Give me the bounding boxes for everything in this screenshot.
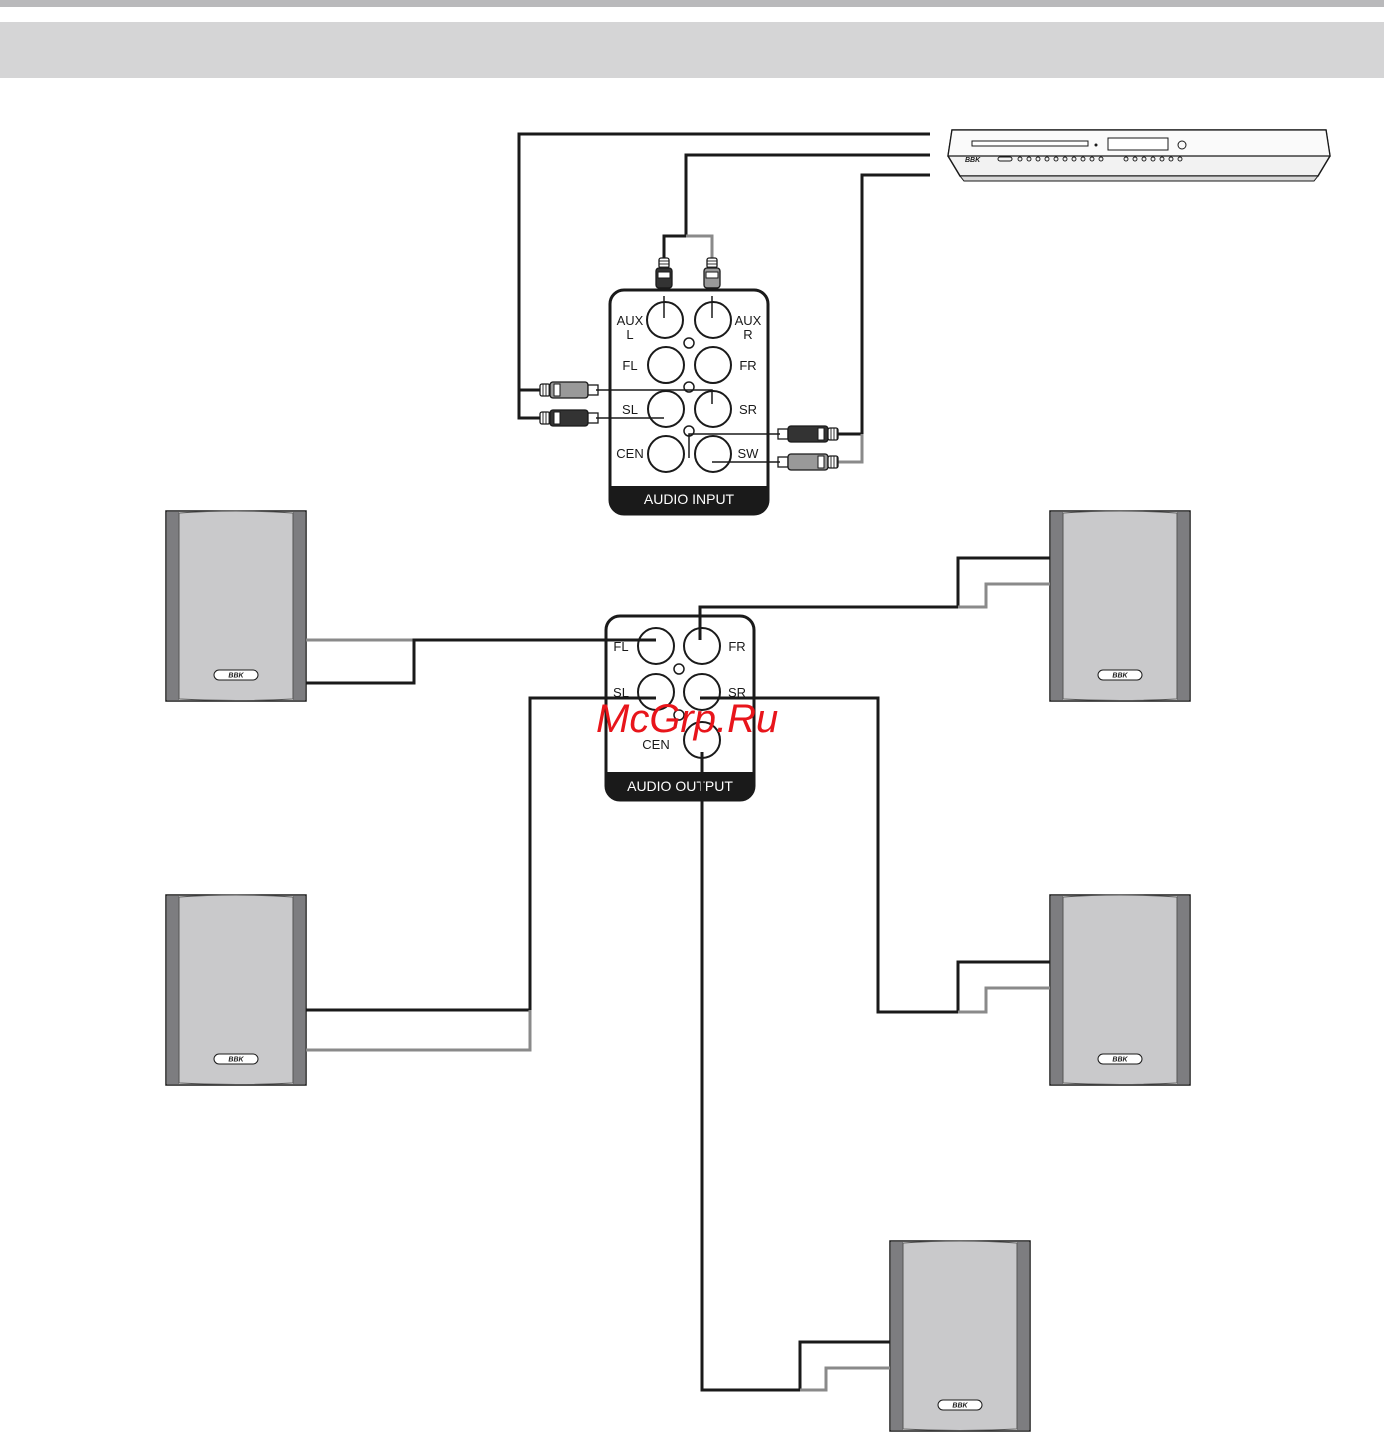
- speaker-surround-right: BBK: [1050, 895, 1190, 1085]
- top-rule: [0, 0, 1384, 7]
- watermark: McGrp.Ru: [596, 697, 778, 741]
- input-jack-cen[interactable]: [648, 436, 684, 472]
- input-label-cen: CEN: [616, 446, 643, 461]
- input-jack-sw[interactable]: [695, 436, 731, 472]
- output-jack-fr[interactable]: [684, 628, 720, 664]
- speaker-front-right: BBK: [1050, 511, 1190, 701]
- speaker-center: BBK: [890, 1241, 1030, 1431]
- speaker-front-left: BBK: [166, 511, 306, 701]
- input-label-fr: FR: [739, 358, 756, 373]
- rca-plug-cen: [778, 426, 838, 442]
- speaker-center-brand-logo: BBK: [952, 1403, 968, 1410]
- dvd-player: BBK: [948, 130, 1330, 181]
- input-jack-fl[interactable]: [648, 347, 684, 383]
- header-band: [0, 22, 1384, 78]
- input-label-aux-l-2: L: [626, 327, 633, 342]
- input-label-fl: FL: [622, 358, 637, 373]
- input-jack-sr[interactable]: [695, 391, 731, 427]
- speaker-front-left-brand-logo: BBK: [228, 673, 244, 680]
- input-label-aux-r-2: R: [743, 327, 752, 342]
- rca-plug-fl: [540, 382, 598, 398]
- input-label-aux-l-1: AUX: [617, 313, 644, 328]
- speaker-front-right-brand-logo: BBK: [1112, 673, 1128, 680]
- input-jack-sl[interactable]: [648, 391, 684, 427]
- rca-plug-sw: [778, 454, 838, 470]
- audio-output-title: AUDIO OUTPUT: [627, 778, 733, 794]
- rca-plug-sl: [540, 410, 598, 426]
- speaker-surround-left-brand-logo: BBK: [228, 1057, 244, 1064]
- input-jack-aux-l[interactable]: [647, 302, 683, 338]
- audio-input-title: AUDIO INPUT: [644, 491, 735, 507]
- input-label-aux-r-1: AUX: [735, 313, 762, 328]
- input-label-sw: SW: [738, 446, 760, 461]
- input-jack-fr[interactable]: [695, 347, 731, 383]
- input-jack-aux-r[interactable]: [695, 302, 731, 338]
- output-jack-fl[interactable]: [638, 628, 674, 664]
- input-label-sl: SL: [622, 402, 638, 417]
- dvd-brand-logo: BBK: [965, 157, 981, 164]
- output-label-fr: FR: [728, 639, 745, 654]
- speaker-surround-left: BBK: [166, 895, 306, 1085]
- audio-input-panel: AUDIO INPUT AUX L AUX R FL FR SL SR CEN …: [596, 290, 780, 514]
- speaker-surround-right-brand-logo: BBK: [1112, 1057, 1128, 1064]
- input-label-sr: SR: [739, 402, 757, 417]
